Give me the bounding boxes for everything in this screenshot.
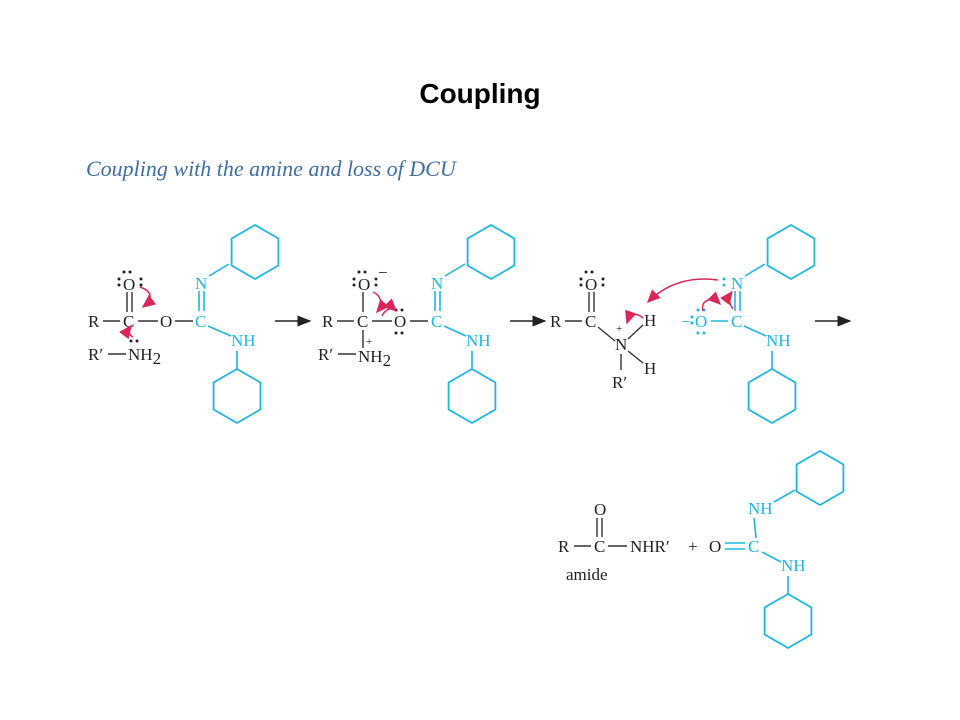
s1-o-carbonyl: O [123, 275, 135, 294]
s2-n-imine: N [431, 274, 443, 293]
product-amide: R C O NHR′ amide [558, 500, 670, 584]
dcu-cyclohexyl-top [795, 450, 845, 506]
s1-arrow-n-attack [119, 324, 134, 340]
s2-cyclohexyl-bottom [447, 368, 497, 424]
s2-o-top: O [358, 275, 370, 294]
scheme-subtitle: Coupling with the amine and loss of DCU [86, 156, 456, 181]
dcu-nh-top: NH [748, 499, 773, 518]
s1-c-imine: C [195, 312, 206, 331]
s2-cyclohexyl-top [466, 224, 516, 280]
s1-bond-n-ring [208, 263, 230, 277]
s1-cyclohexyl-bottom [212, 368, 262, 424]
s3-h-bottom: H [644, 359, 656, 378]
s3-r-prime: R′ [612, 373, 627, 392]
s3-plus: + [616, 323, 622, 335]
dcu-o: O [709, 537, 721, 556]
s4-cyclohexyl-bottom [747, 368, 797, 424]
s4-arrow-reform-co [701, 291, 722, 312]
s2-nh: NH [466, 331, 491, 350]
s2-arrow-reform-carbonyl [372, 291, 390, 314]
amide-o: O [594, 500, 606, 519]
s2-plus: + [366, 336, 372, 348]
s3-h-top: H [644, 311, 656, 330]
s2-c-imine: C [431, 312, 442, 331]
s1-r-prime: R′ [88, 345, 103, 364]
s2-nh2: NH2 [358, 347, 391, 370]
amide-c: C [594, 537, 605, 556]
s3-c: C [585, 312, 596, 331]
structure-protonated-amide: R C O N + H H R′ [550, 270, 719, 392]
structure-dcu-anion: − O C N NH [681, 224, 816, 424]
dcu-c: C [748, 537, 759, 556]
s4-cyclohexyl-top [766, 224, 816, 280]
s2-r: R [322, 312, 334, 331]
dcu-cyclohexyl-bottom [763, 593, 813, 649]
s4-nh: NH [766, 331, 791, 350]
structure-o-acylisourea-amine: R C O O C N NH R′ NH2 [88, 224, 280, 424]
s1-cyclohexyl-top [230, 224, 280, 280]
s1-bond-c-nh [207, 325, 232, 337]
s2-o-ester: O [394, 312, 406, 331]
products-plus: + [688, 537, 698, 556]
s3-arrow-nh-bond [625, 309, 644, 325]
amide-label: amide [566, 565, 608, 584]
s1-arrow-pi-to-o [139, 286, 157, 308]
s3-arrow-deprotonation [646, 278, 719, 304]
s3-r: R [550, 312, 562, 331]
s1-nh2: NH2 [128, 345, 161, 368]
slide-title: Coupling [419, 78, 541, 109]
s1-r: R [88, 312, 100, 331]
s4-o: O [695, 312, 707, 331]
dcu-nh-bottom: NH [781, 556, 806, 575]
s4-minus: − [681, 312, 691, 331]
s2-arrow-leaving-group [381, 298, 398, 317]
amide-r: R [558, 537, 570, 556]
structure-tetrahedral-intermediate: R C O − O C N NH + R′ NH2 [318, 224, 516, 424]
s3-o-top: O [585, 275, 597, 294]
s3-n: N [615, 335, 627, 354]
s1-nh: NH [231, 331, 256, 350]
s1-o-ester: O [160, 312, 172, 331]
product-dcu: O C NH NH [709, 450, 845, 649]
s1-n-imine: N [195, 274, 207, 293]
s4-n-imine: N [731, 274, 743, 293]
amide-nhr: NHR′ [630, 537, 670, 556]
s4-c: C [731, 312, 742, 331]
s2-minus: − [378, 263, 388, 282]
s2-c: C [357, 312, 368, 331]
s2-r-prime: R′ [318, 345, 333, 364]
s1-c: C [123, 312, 134, 331]
s4-arrow-pi-to-n [720, 290, 734, 310]
